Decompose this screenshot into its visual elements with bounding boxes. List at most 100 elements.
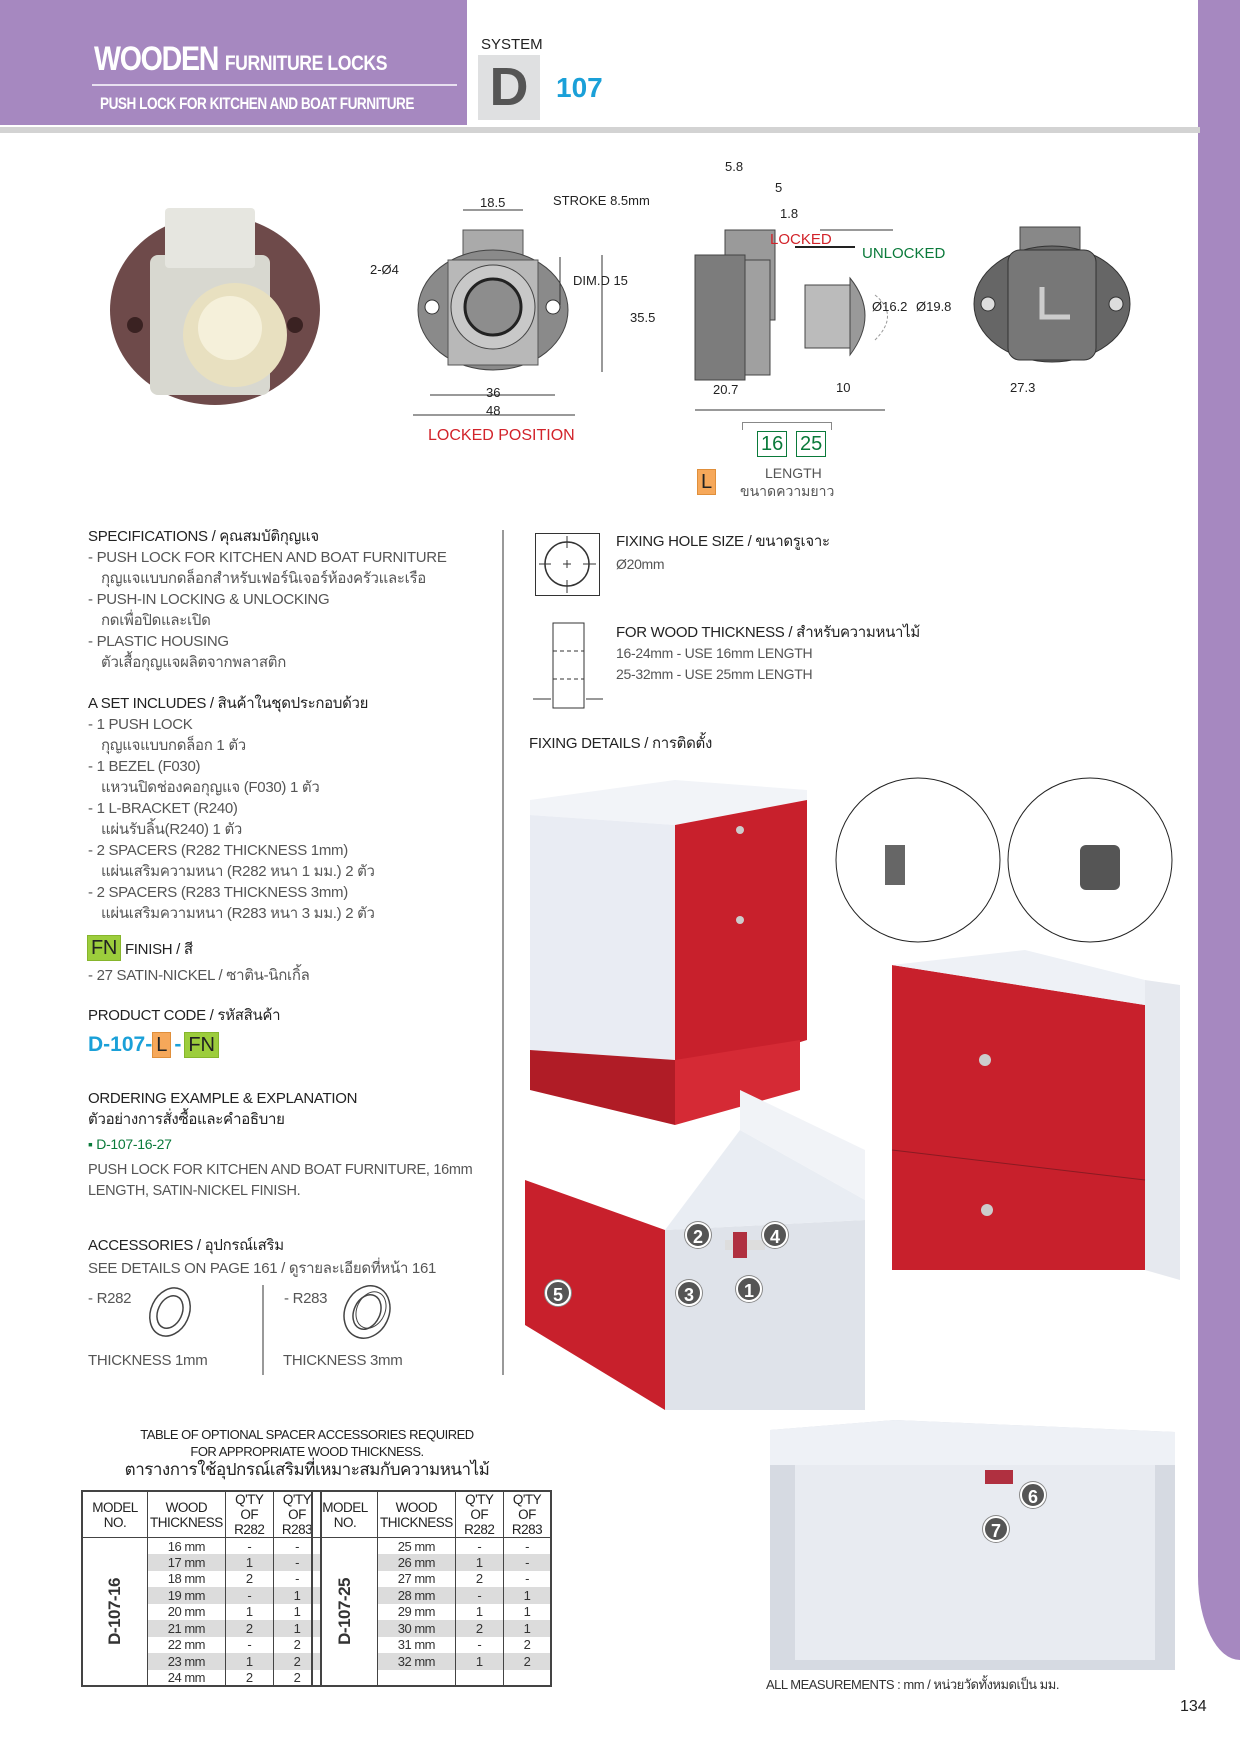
ordering-title: ORDERING EXAMPLE & EXPLANATION (88, 1090, 358, 1107)
side-color-strip (1198, 0, 1240, 1660)
table-cell: 21 mm (147, 1620, 226, 1637)
column-divider (502, 530, 504, 1375)
callout-3: 3 (676, 1280, 702, 1306)
set-item-th: แผ่นเสริมความหนา (R282 หนา 1 มม.) 2 ตัว (101, 863, 375, 880)
system-number: 107 (556, 72, 603, 103)
accessory-r283-thickness: THICKNESS 3mm (283, 1352, 403, 1369)
table-cell: - (224, 1636, 274, 1653)
spec-item-th: กดเพื่อปิดและเปิด (101, 612, 211, 629)
cabinet-illustration (530, 780, 807, 1125)
table-cell: - (454, 1636, 504, 1653)
table-cell: 1 (454, 1554, 504, 1571)
table-row: 31 mm-2 (312, 1636, 552, 1653)
callout-6: 6 (1020, 1482, 1046, 1508)
ordering-desc: PUSH LOCK FOR KITCHEN AND BOAT FURNITURE… (88, 1162, 473, 1178)
callout-label: 2 (685, 1222, 711, 1248)
callout-label: 7 (983, 1516, 1009, 1542)
column-header: MODEL NO. (82, 1491, 148, 1538)
dim-48: 48 (486, 403, 501, 418)
spec-item: - PLASTIC HOUSING (88, 633, 229, 650)
length-25: 25 (796, 431, 827, 457)
accessory-divider (262, 1285, 264, 1375)
drawer-front-illustration (891, 950, 1180, 1280)
drawer-open-illustration (525, 1090, 865, 1410)
dim-19-8: Ø19.8 (916, 299, 952, 314)
table-cell: 16 mm (147, 1537, 226, 1554)
table-cell (454, 1669, 504, 1686)
table-cell: 1 (224, 1603, 274, 1620)
table-cell: 1 (224, 1554, 274, 1571)
dim-holes: 2-Ø4 (370, 262, 399, 277)
ordering-title-th: ตัวอย่างการสั่งซื้อและคำอธิบาย (88, 1111, 285, 1128)
model-cell: D-107-25 (312, 1538, 378, 1687)
ordering-code: ▪ D-107-16-27 (88, 1136, 172, 1152)
callout-label: 3 (676, 1280, 702, 1306)
direction-arrow (795, 246, 855, 248)
dim-20-7: 20.7 (713, 382, 739, 397)
dim-1-8: 1.8 (780, 206, 799, 221)
table-cell: 2 (454, 1620, 504, 1637)
table-cell: - (502, 1570, 552, 1587)
length-16: 16 (757, 431, 788, 457)
accessories-title: ACCESSORIES / อุปกรณ์เสริม (88, 1237, 284, 1254)
table-cell (377, 1669, 456, 1686)
table-cell: 18 mm (147, 1570, 226, 1587)
model-number: D-107-25 (335, 1578, 354, 1645)
finish-title: FINISH / สี (124, 941, 193, 958)
ordering-section: ORDERING EXAMPLE & EXPLANATION ตัวอย่างก… (88, 1088, 473, 1202)
column-header: Q'TY OF R282 (454, 1491, 504, 1538)
callout-1: 1 (736, 1276, 762, 1302)
table-cell: 2 (224, 1620, 274, 1637)
table-cell: 2 (502, 1653, 552, 1670)
table-cell: 1 (502, 1603, 552, 1620)
spec-item: - PUSH LOCK FOR KITCHEN AND BOAT FURNITU… (88, 549, 447, 566)
table-cell: 2 (272, 1636, 322, 1653)
callout-label: 1 (736, 1276, 762, 1302)
dim-18-5: 18.5 (480, 195, 506, 210)
fixing-hole-title: FIXING HOLE SIZE / ขนาดรูเจาะ (616, 533, 830, 550)
dim-27-3: 27.3 (1010, 380, 1036, 395)
table-row: 28 mm-1 (312, 1587, 552, 1604)
table-cell: 2 (224, 1669, 274, 1686)
model-cell: D-107-16 (82, 1538, 148, 1687)
table-row (312, 1669, 552, 1686)
dim-10: 10 (836, 380, 851, 395)
callout-2: 2 (685, 1222, 711, 1248)
accessory-r282: - R282 (88, 1290, 132, 1307)
table-cell: 2 (272, 1669, 322, 1686)
set-item: - 2 SPACERS (R282 THICKNESS 1mm) (88, 842, 348, 859)
set-item-th: แผ่นเสริมความหนา (R283 หนา 3 มม.) 2 ตัว (101, 905, 375, 922)
unlocked-label: UNLOCKED (862, 245, 946, 262)
table-cell: 17 mm (147, 1554, 226, 1571)
table-cell: 30 mm (377, 1620, 456, 1637)
code-fn-badge: FN (184, 1032, 219, 1058)
callout-4: 4 (762, 1222, 788, 1248)
table-cell: - (502, 1537, 552, 1554)
table-cell: 1 (272, 1620, 322, 1637)
fixing-details-title: FIXING DETAILS / การติดตั้ง (529, 735, 712, 752)
accessories-section: ACCESSORIES / อุปกรณ์เสริม SEE DETAILS O… (88, 1235, 436, 1279)
length-label: LENGTH (765, 465, 822, 481)
dim-16-2: Ø16.2 (872, 299, 908, 314)
table-cell: 20 mm (147, 1603, 226, 1620)
table-cell: 1 (224, 1653, 274, 1670)
callout-label: 6 (1020, 1482, 1046, 1508)
table-cell: 19 mm (147, 1587, 226, 1604)
table-cell: - (272, 1554, 322, 1571)
shelf-illustration (770, 1420, 1175, 1670)
measurements-note: ALL MEASUREMENTS : mm / หน่วยวัดทั้งหมดเ… (766, 1677, 1059, 1692)
page-title: WOODEN FURNITURE LOCKS (94, 40, 388, 79)
wood-thickness-rule-1: 16-24mm - USE 16mm LENGTH (616, 645, 813, 661)
table-cell: 1 (502, 1620, 552, 1637)
fixing-hole-value: Ø20mm (616, 556, 665, 572)
locked-position-label: LOCKED POSITION (428, 427, 575, 444)
ordering-desc-2: LENGTH, SATIN-NICKEL FINISH. (88, 1183, 301, 1199)
